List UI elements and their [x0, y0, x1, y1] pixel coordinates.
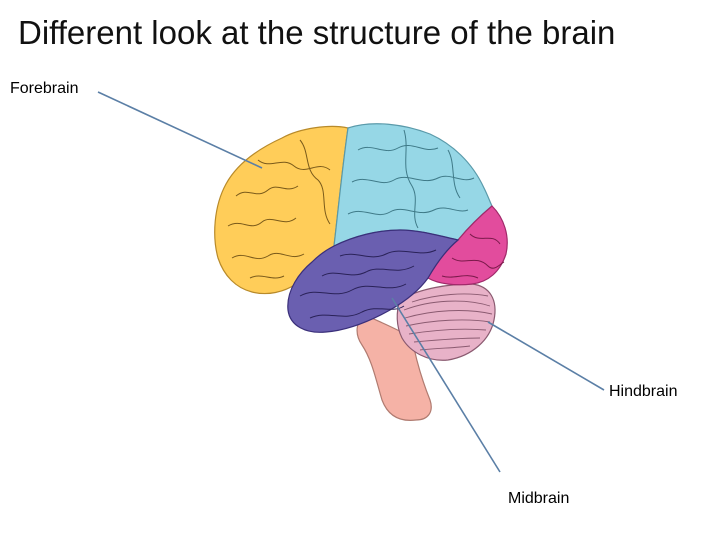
- parietal-gyri: [347, 129, 475, 229]
- midbrain-leader-line: [391, 297, 501, 473]
- temporal-lobe: [287, 229, 460, 333]
- frontal-gyri: [227, 139, 331, 279]
- temporal-gyri: [299, 249, 437, 319]
- forebrain-leader-line: [97, 91, 263, 169]
- slide-title: Different look at the structure of the b…: [18, 14, 616, 51]
- forebrain-label: Forebrain: [10, 80, 79, 97]
- hindbrain-label: Hindbrain: [609, 383, 678, 400]
- occipital-gyri: [441, 233, 505, 279]
- midbrain-label: Midbrain: [508, 490, 570, 507]
- hindbrain-leader-line: [487, 321, 605, 391]
